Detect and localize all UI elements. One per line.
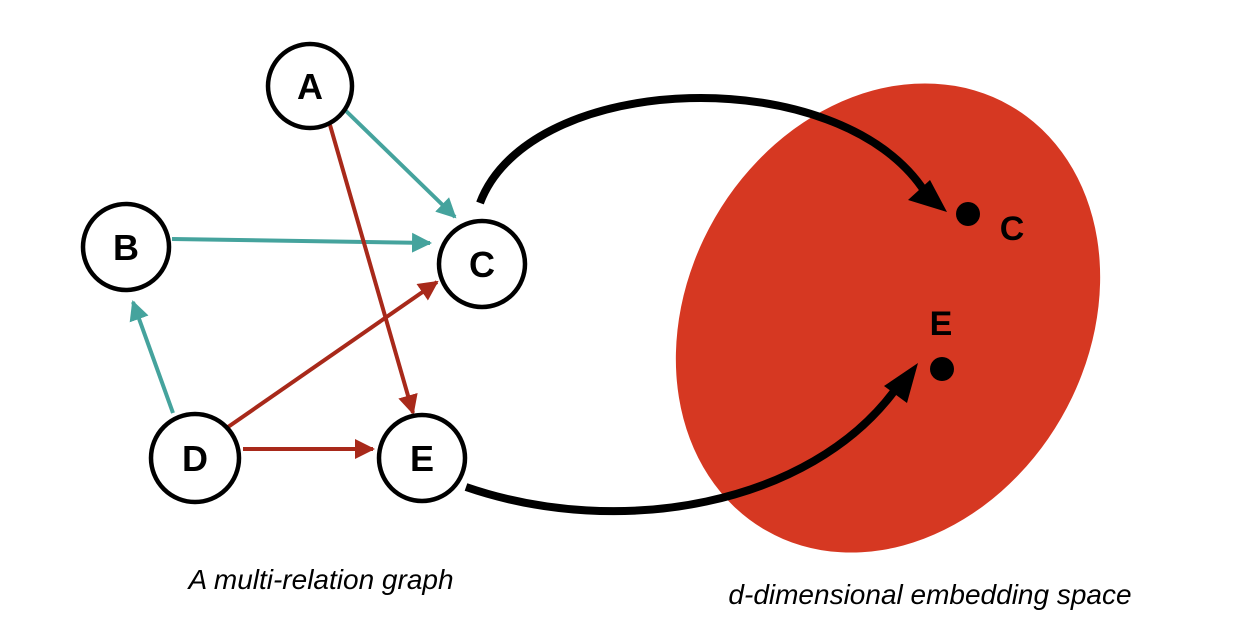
edge-d-to-b — [129, 300, 175, 414]
embedding-point-c — [956, 202, 980, 226]
node-d: D — [148, 411, 242, 505]
mapping-arrow-c — [476, 93, 929, 205]
node-b: B — [80, 201, 172, 293]
node-a: A — [265, 41, 355, 131]
embedding-point-e-label: E — [930, 305, 953, 343]
node-e: E — [376, 412, 468, 504]
edge-a-to-c — [343, 108, 457, 219]
node-c: C — [436, 218, 528, 310]
mapping-arrow-e — [464, 387, 899, 516]
node-d-label: D — [182, 438, 208, 479]
graph-caption: A multi-relation graph — [186, 564, 453, 595]
embedding-caption: d-dimensional embedding space — [728, 579, 1131, 610]
mapping-arrowhead-e — [884, 363, 918, 403]
edge-d-to-c — [226, 280, 439, 429]
node-a-label: A — [297, 66, 323, 107]
embedding-space-region — [675, 83, 1101, 553]
node-e-label: E — [410, 438, 434, 479]
edge-b-to-c — [171, 232, 432, 253]
mapping-arrowhead-c — [908, 180, 947, 212]
edge-a-to-e — [328, 124, 418, 415]
node-b-label: B — [113, 227, 139, 268]
embedding-point-c-label: C — [1000, 210, 1025, 248]
node-c-label: C — [469, 244, 495, 285]
embedding-point-e — [930, 357, 954, 381]
